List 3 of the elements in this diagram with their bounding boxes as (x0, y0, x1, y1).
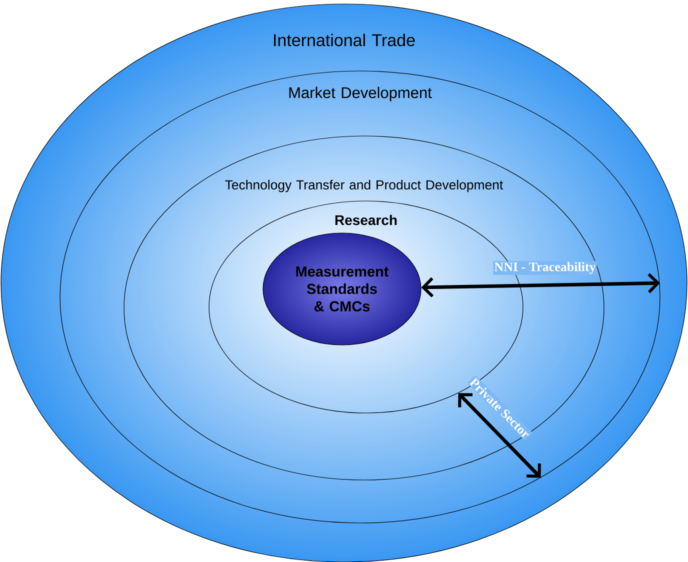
double-arrow (421, 273, 660, 298)
double-arrow (458, 393, 541, 478)
edge-label: NNI - Traceability (493, 261, 597, 275)
